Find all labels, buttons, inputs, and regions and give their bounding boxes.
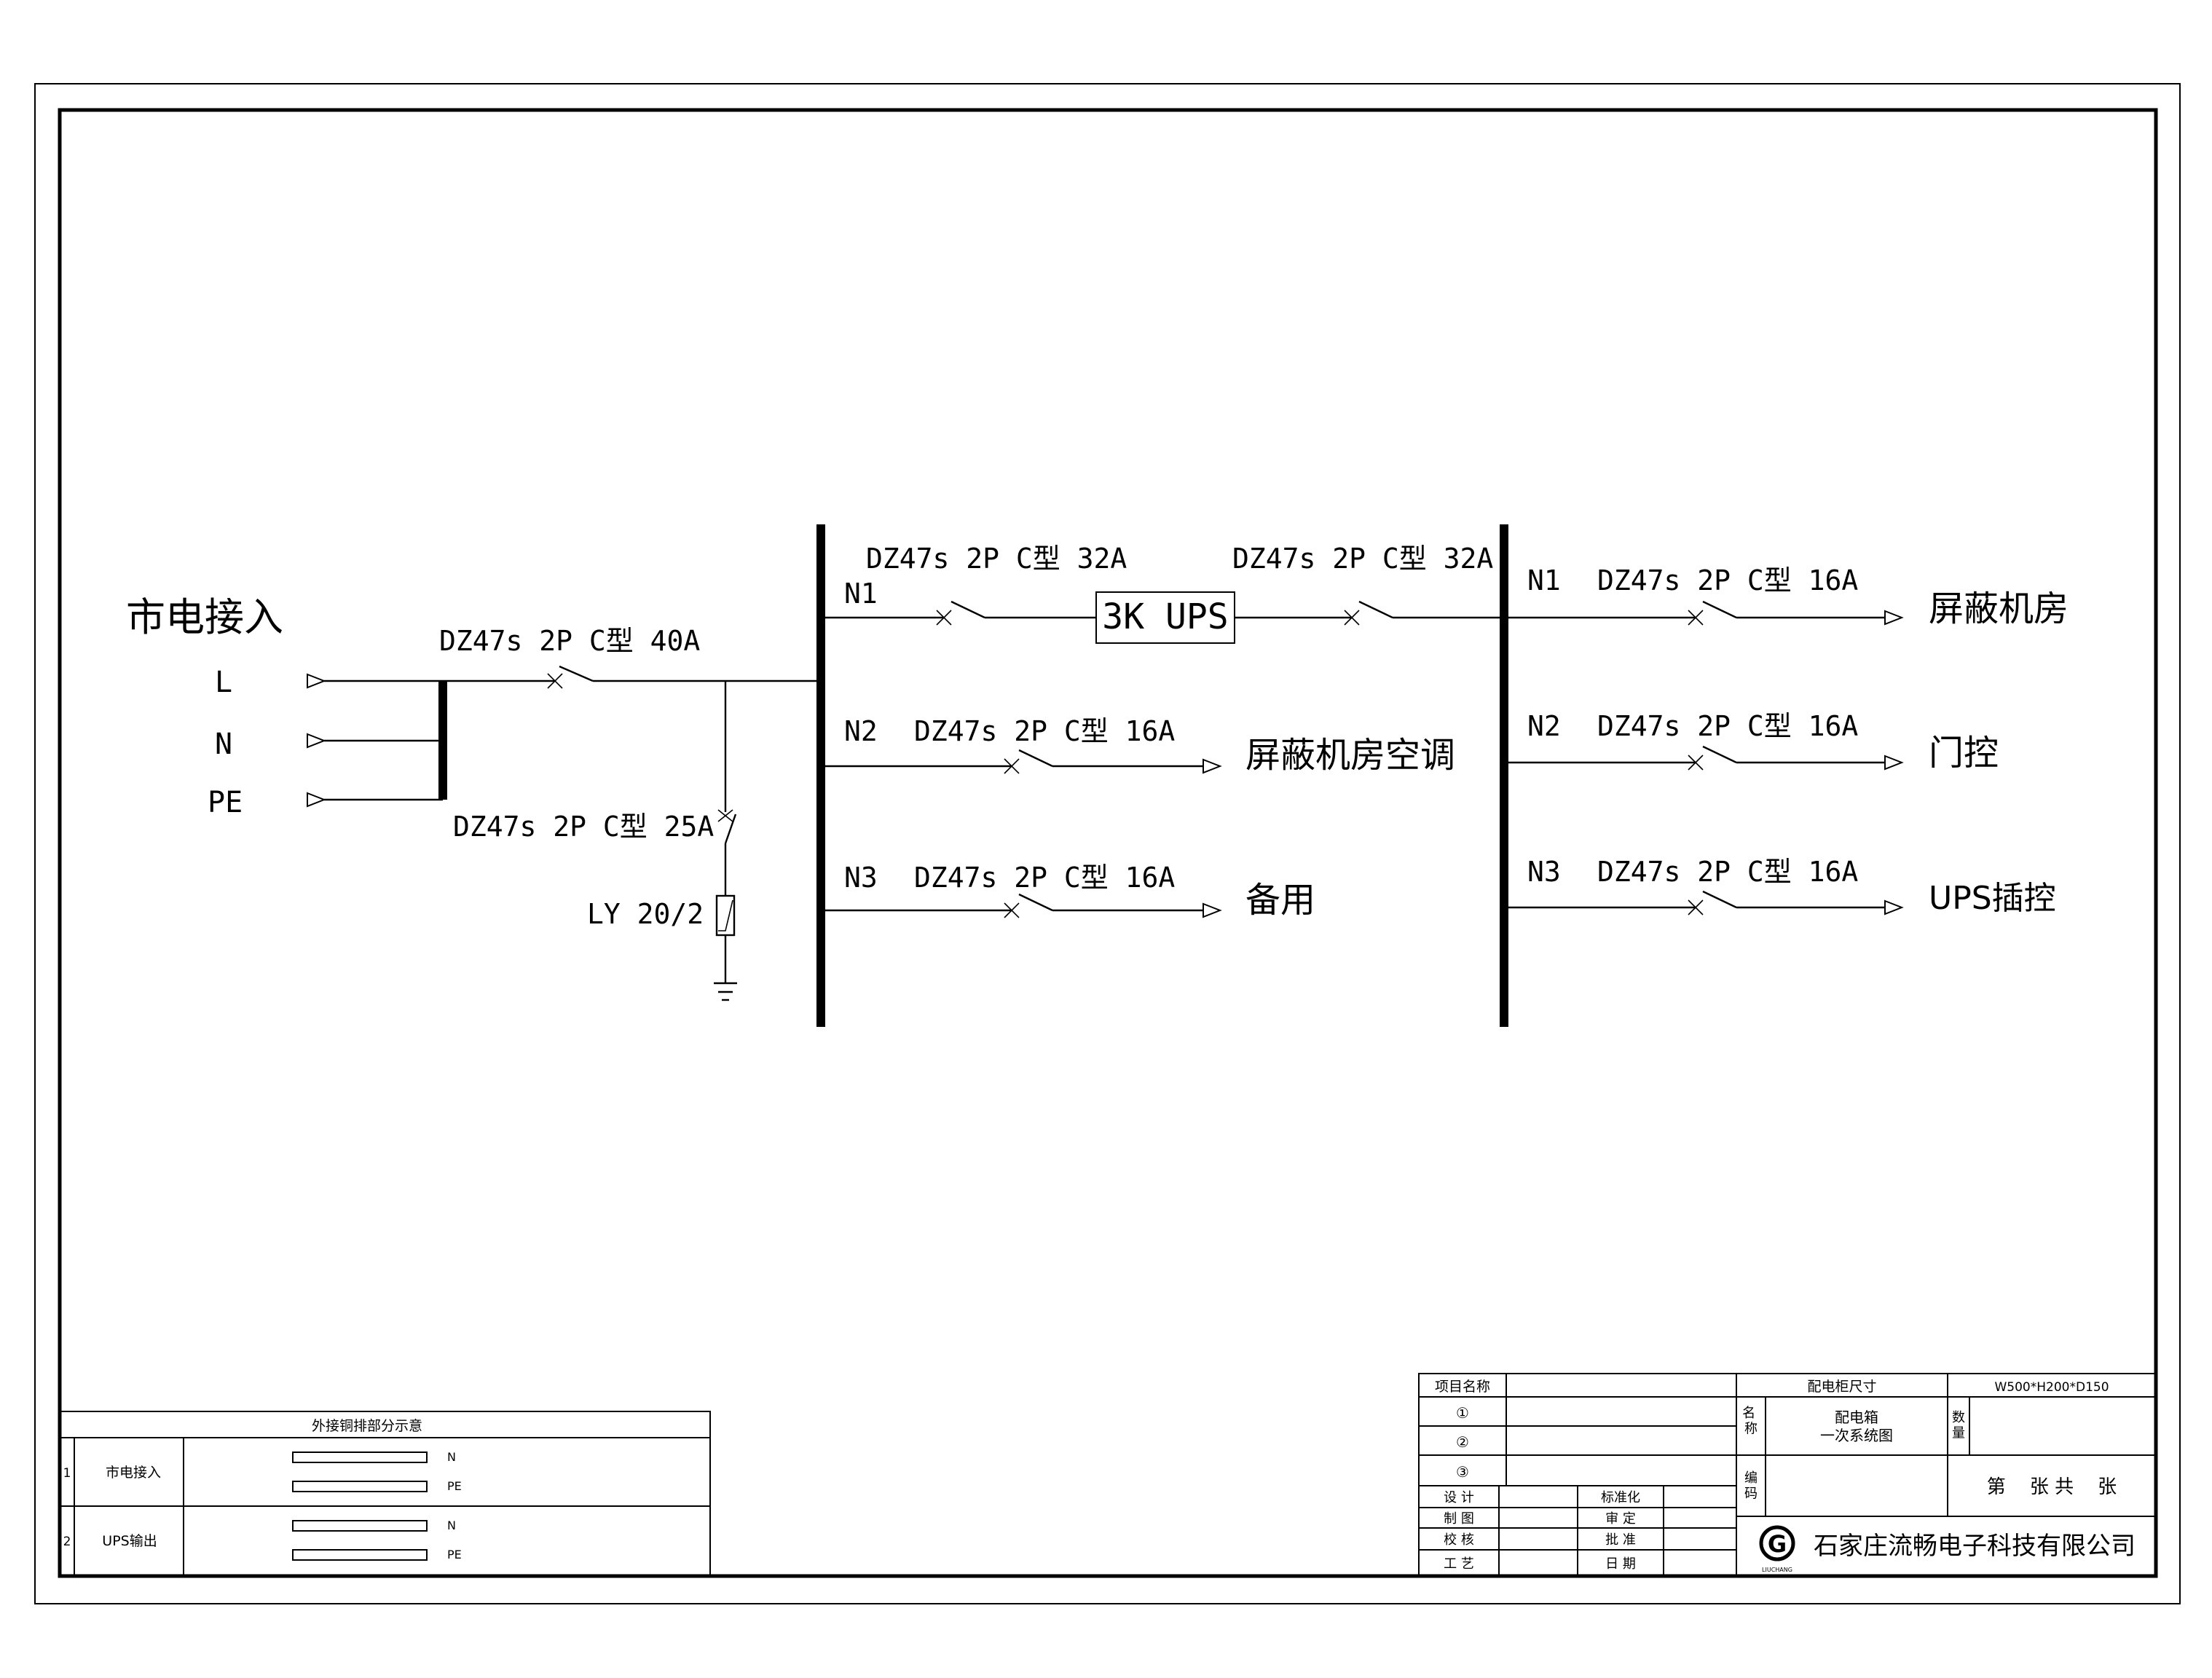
input-arrow-l	[307, 673, 326, 689]
bus1-circuit-2-breaker: DZ47s 2P C型 16A	[914, 715, 1175, 747]
role-check: 校 核	[1444, 1532, 1474, 1548]
role-standard: 标准化	[1601, 1490, 1640, 1505]
bus1-circuit-3-breaker-symbol	[1018, 893, 1053, 912]
bus2-circuit-2-label: N2	[1527, 710, 1561, 742]
bus1-ups-out-breaker-label: DZ47s 2P C型 32A	[1232, 543, 1493, 575]
code-label-line-2: 码	[1744, 1486, 1758, 1502]
copper-bar-2-n	[292, 1520, 428, 1532]
bus2-circuit-3-breaker: DZ47s 2P C型 16A	[1597, 856, 1858, 888]
role-design: 设 计	[1444, 1490, 1474, 1505]
bus2-circuit-2-load: 门控	[1929, 733, 1999, 773]
bus2-circuit-1-breaker: DZ47s 2P C型 16A	[1597, 564, 1858, 596]
bus1-circuit-3-arrow	[1203, 902, 1222, 918]
code-label-line-1: 编	[1744, 1470, 1758, 1486]
ups-out-breaker-symbol	[1358, 600, 1393, 619]
copper-row-2-bar-pe: PE	[447, 1548, 462, 1561]
ground-icon	[714, 982, 737, 1001]
name-label: 名 称	[1742, 1406, 1760, 1437]
quantity-label-line-1: 数	[1952, 1410, 1965, 1425]
copper-row-1-bar-n: N	[447, 1450, 456, 1464]
copper-bar-table-text: 外接铜排部分示意 1 市电接入 N PE 2 UPS输出 N PE	[63, 1418, 462, 1561]
bus1-circuit-3-load: 备用	[1245, 880, 1315, 921]
quantity-label: 数量	[1952, 1410, 1965, 1441]
drawing-name-line-2: 一次系统图	[1820, 1427, 1893, 1444]
role-draw: 制 图	[1444, 1511, 1474, 1527]
name-label-line-1-line-2: 称	[1744, 1422, 1758, 1437]
copper-bar-table	[59, 1411, 711, 1577]
logo-text: LIUCHANG	[1762, 1567, 1792, 1573]
code-label: 编码	[1744, 1470, 1758, 1502]
project-name-label: 项目名称	[1435, 1379, 1490, 1395]
logo-letter: G	[1768, 1530, 1787, 1558]
bus2-section: N1 DZ47s 2P C型 16A 屏蔽机房 N2 DZ47s 2P C型 1…	[1500, 524, 2069, 1027]
role-approve: 批 准	[1605, 1532, 1636, 1548]
bus1-circuit-2-label: N2	[844, 715, 878, 747]
name-label-line-1: 名	[1742, 1406, 1755, 1421]
bus2-circuit-2-arrow	[1884, 755, 1904, 771]
bus1-section: N1 DZ47s 2P C型 32A 3K UPS DZ47s 2P C型 32…	[816, 524, 1503, 1027]
role-date: 日 期	[1605, 1556, 1636, 1572]
company-name: 石家庄流畅电子科技有限公司	[1814, 1532, 2136, 1561]
inner-border	[58, 108, 2158, 1578]
copper-row-1-bar-pe: PE	[447, 1479, 462, 1493]
bus1-ups-in-breaker-label: DZ47s 2P C型 32A	[866, 543, 1127, 575]
bus2-circuit-3-label: N3	[1527, 856, 1561, 888]
copper-row-1-name: 市电接入	[106, 1465, 161, 1481]
item-mark-1: ①	[1456, 1404, 1469, 1422]
bus1-ups-in-label: N1	[844, 578, 878, 610]
role-craft: 工 艺	[1444, 1556, 1474, 1572]
quantity-label-line-2: 量	[1952, 1426, 1965, 1441]
copper-bar-1-pe	[292, 1481, 428, 1492]
copper-bar-2-pe	[292, 1549, 428, 1561]
title-block-text: 项目名称 ① ② ③ 设 计 制 图 校 核 工 艺 标准化 审 定 批 准 日…	[1435, 1379, 2136, 1573]
input-arrow-n	[307, 733, 326, 749]
ups-box-label: 3K UPS	[1102, 596, 1228, 637]
bus2-circuit-3-breaker-symbol	[1702, 890, 1737, 909]
title-block-grid	[1418, 1373, 2157, 1577]
copper-row-2-no: 2	[63, 1535, 71, 1549]
ups-in-breaker-symbol	[950, 600, 985, 619]
bus1-circuit-2-load: 屏蔽机房空调	[1245, 735, 1455, 776]
outer-border	[34, 83, 2181, 1604]
bus2-circuit-1-breaker-symbol	[1702, 600, 1737, 619]
copper-bar-1-n	[292, 1451, 428, 1463]
copper-table-title: 外接铜排部分示意	[312, 1418, 422, 1434]
ups-box	[1095, 591, 1235, 644]
item-mark-2: ②	[1456, 1433, 1469, 1451]
item-mark-3: ③	[1456, 1463, 1469, 1481]
bus2-circuit-1-label: N1	[1527, 564, 1561, 596]
bus1-circuit-3-label: N3	[844, 862, 878, 894]
spd-label: LY 20/2	[587, 898, 704, 930]
bus1-circuit-2-breaker-symbol	[1018, 749, 1053, 768]
copper-row-1-no: 1	[63, 1466, 71, 1481]
bus2-circuit-3-arrow	[1884, 899, 1904, 915]
source-section: 市电接入 L N PE DZ47s 2P C型 40A DZ47s 2P C型 …	[126, 594, 819, 1001]
spd-breaker-symbol	[724, 814, 737, 844]
company-logo: G LIUCHANG	[1759, 1525, 1795, 1573]
sheet-text: 第 张 共 张	[1987, 1476, 2117, 1498]
bus2-circuit-2-breaker: DZ47s 2P C型 16A	[1597, 710, 1858, 742]
bus2-circuit-1-arrow	[1884, 610, 1904, 626]
cabinet-size-label: 配电柜尺寸	[1807, 1379, 1876, 1395]
source-title: 市电接入	[126, 594, 283, 640]
copper-row-2-name: UPS输出	[102, 1533, 157, 1549]
bus1-circuit-3-breaker: DZ47s 2P C型 16A	[914, 862, 1175, 894]
main-breaker-label: DZ47s 2P C型 40A	[439, 625, 700, 657]
drawing-name-line-1: 配电箱	[1835, 1409, 1878, 1426]
phase-label-l: L	[215, 666, 232, 699]
main-breaker-symbol	[559, 665, 594, 682]
bus2-circuit-3-load: UPS插控	[1929, 880, 2056, 917]
role-review: 审 定	[1605, 1511, 1636, 1527]
phase-label-n: N	[215, 728, 232, 761]
phase-label-pe: PE	[208, 786, 243, 819]
bus1-circuit-2-arrow	[1203, 758, 1222, 774]
cabinet-size-value: W500*H200*D150	[1994, 1380, 2109, 1395]
bus2-circuit-2-breaker-symbol	[1702, 745, 1737, 764]
input-arrow-pe	[307, 792, 326, 808]
spd-breaker-label: DZ47s 2P C型 25A	[453, 811, 714, 843]
bus2-circuit-1-load: 屏蔽机房	[1929, 588, 2069, 629]
copper-row-2-bar-n: N	[447, 1519, 456, 1532]
